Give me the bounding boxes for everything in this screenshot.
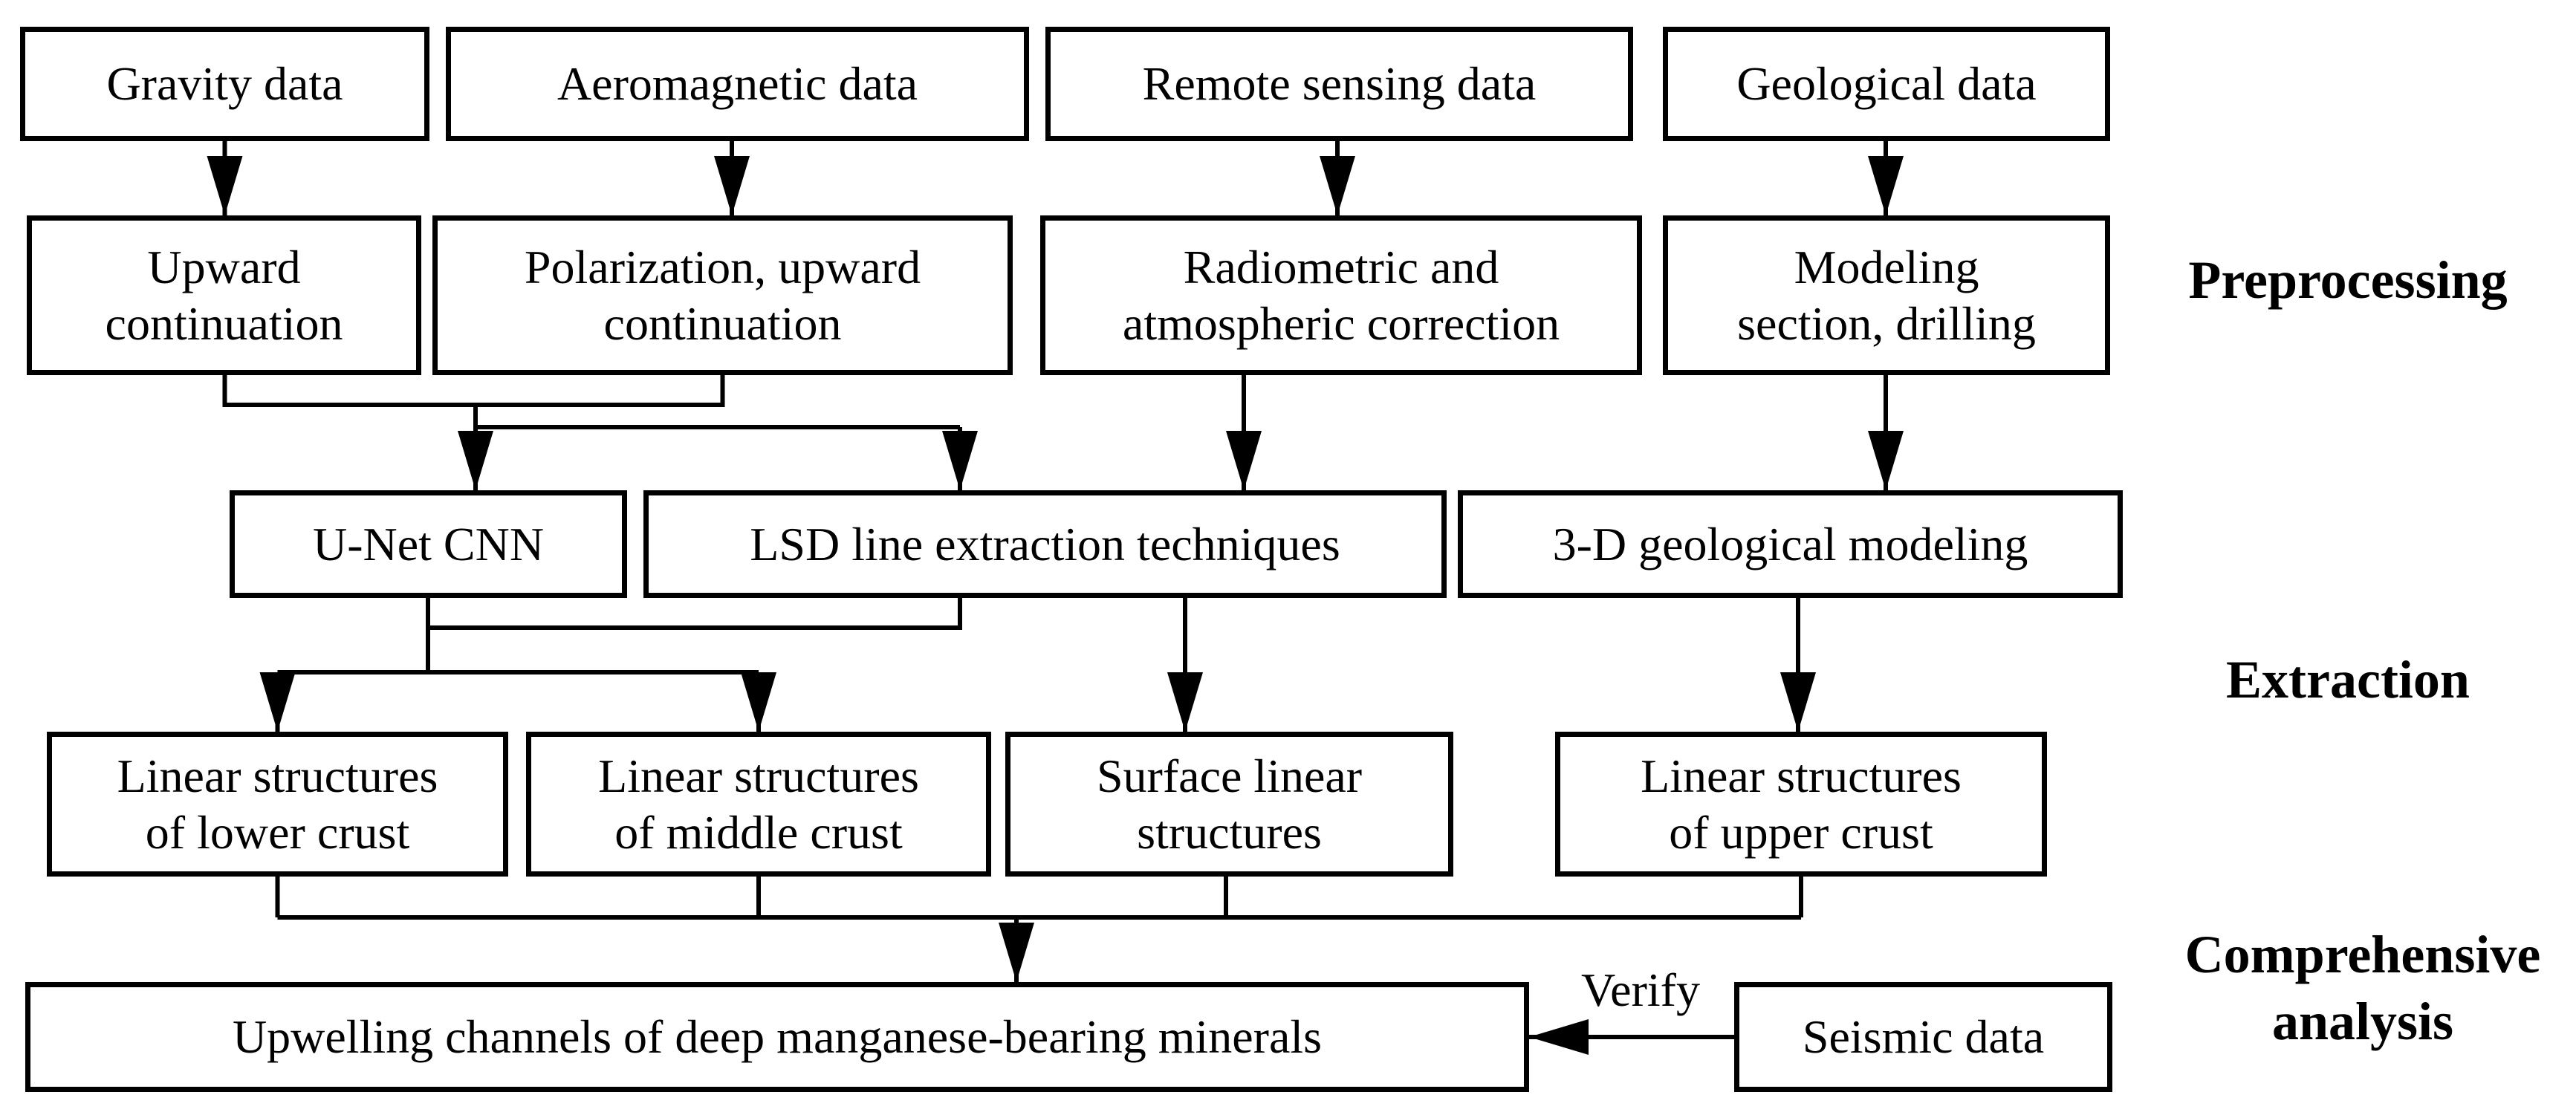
node-surface-linear-structures: Surface linear structures — [1005, 732, 1453, 877]
connector-merge-upward-polarization — [222, 375, 725, 407]
stage-label-comprehensive-analysis: Comprehensive analysis — [2184, 925, 2541, 1051]
node-unet-cnn: U-Net CNN — [230, 490, 627, 598]
node-lsd-line-extraction: LSD line extraction techniques — [643, 490, 1447, 598]
node-aeromagnetic-data: Aeromagnetic data — [446, 27, 1029, 141]
node-linear-structures-lower-crust: Linear structures of lower crust — [47, 732, 508, 877]
stage-label-preprocessing: Preprocessing — [2188, 250, 2508, 310]
node-linear-structures-upper-crust: Linear structures of upper crust — [1555, 732, 2047, 877]
node-geological-data: Geological data — [1663, 27, 2110, 141]
node-upward-continuation: Upward continuation — [27, 215, 421, 375]
node-remote-sensing-data: Remote sensing data — [1045, 27, 1633, 141]
node-polarization-upward-continuation: Polarization, upward continuation — [432, 215, 1013, 375]
stage-label-extraction: Extraction — [2226, 650, 2470, 709]
node-modeling-section-drilling: Modeling section, drilling — [1663, 215, 2110, 375]
node-3d-geological-modeling: 3-D geological modeling — [1458, 490, 2123, 598]
node-upwelling-channels: Upwelling channels of deep manganese-bea… — [25, 982, 1529, 1092]
node-gravity-data: Gravity data — [20, 27, 429, 141]
node-radiometric-atmospheric-correction: Radiometric and atmospheric correction — [1040, 215, 1642, 375]
verify-label: Verify — [1581, 963, 1700, 1016]
node-seismic-data: Seismic data — [1734, 982, 2112, 1092]
node-linear-structures-middle-crust: Linear structures of middle crust — [526, 732, 991, 877]
connector-merge-unet-lsd — [426, 598, 962, 630]
